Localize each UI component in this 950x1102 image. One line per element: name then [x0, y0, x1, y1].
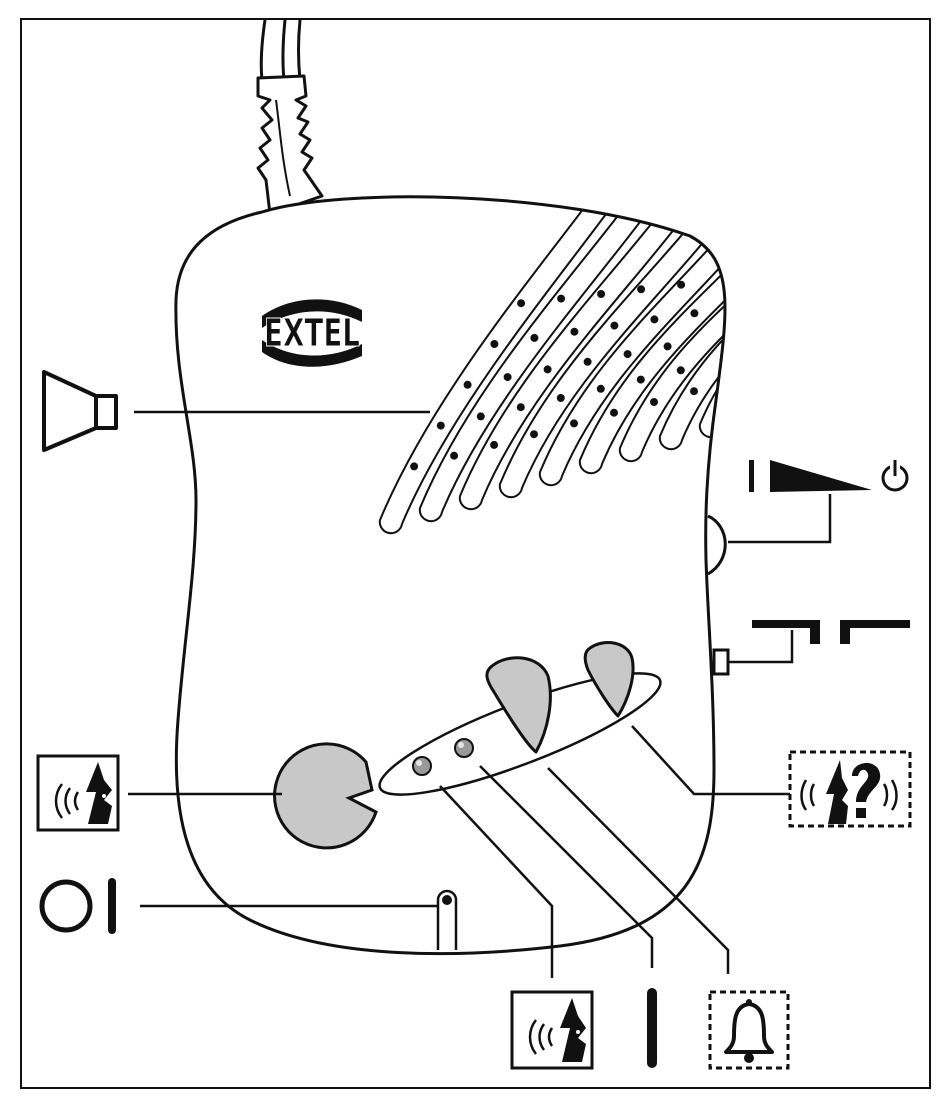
grille-hole	[464, 381, 472, 389]
grille-hole	[410, 462, 418, 470]
grille-hole	[557, 295, 565, 303]
grille-hole	[437, 422, 445, 430]
speaker-icon	[44, 372, 116, 450]
grille-hole	[530, 334, 538, 342]
power-indicator	[438, 891, 456, 950]
power-led	[455, 739, 473, 757]
grille-hole	[650, 315, 658, 323]
mode-switch[interactable]	[714, 650, 728, 674]
power-cable	[261, 20, 300, 80]
grille-hole	[664, 342, 672, 350]
extel-logo: EXTEL	[262, 299, 362, 366]
grille-hole	[677, 366, 685, 374]
grille-hole	[597, 385, 605, 393]
grille-hole	[544, 365, 552, 373]
grille-hole	[610, 322, 618, 330]
grille-hole	[650, 398, 658, 406]
grille-hole	[477, 412, 485, 420]
brand-logo-text: EXTEL	[264, 311, 360, 355]
volume-ramp-power-icon	[749, 458, 907, 492]
query-listen-icon	[790, 752, 910, 826]
talk-led	[413, 757, 431, 775]
volume-wheel[interactable]	[708, 516, 725, 574]
switch-position-icon	[752, 620, 910, 644]
grille-hole	[584, 358, 592, 366]
power-ring-icon	[42, 878, 116, 934]
grille-hole	[490, 340, 498, 348]
grille-hole	[637, 285, 645, 293]
grille-hole	[677, 281, 685, 289]
grille-hole	[517, 403, 525, 411]
grille-hole	[517, 299, 525, 307]
grille-hole	[557, 394, 565, 402]
grille-hole	[570, 328, 578, 336]
grille-hole	[490, 441, 498, 449]
cable-strain-relief	[258, 76, 322, 214]
grille-hole	[624, 350, 632, 358]
grille-hole	[597, 290, 605, 298]
talk-icon	[512, 992, 592, 1068]
grille-hole	[530, 430, 538, 438]
grille-hole	[610, 409, 618, 417]
grille-hole	[504, 373, 512, 381]
grille-hole	[637, 376, 645, 384]
grille-hole	[690, 387, 698, 395]
grille-hole	[450, 452, 458, 460]
talk-icon	[38, 756, 118, 830]
on-bar-icon	[647, 988, 657, 1068]
grille-hole	[690, 309, 698, 317]
grille-slot	[700, 200, 932, 437]
bell-icon	[710, 992, 788, 1068]
grille-hole	[570, 419, 578, 427]
